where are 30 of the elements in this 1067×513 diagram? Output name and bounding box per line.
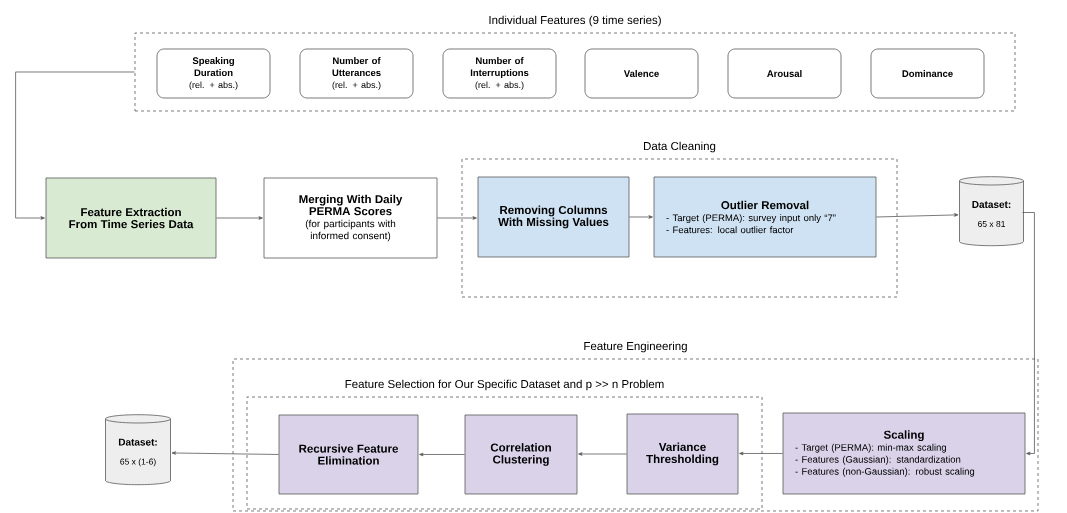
process-box: Correlation Clustering [464,414,578,495]
arrow [171,451,279,455]
feature-box: Number of Interruptions (rel. + abs.) [442,48,557,99]
arrow [1022,212,1035,456]
arrow [629,215,653,219]
group-heading: Individual Features (9 time series) [489,15,661,27]
arrow [419,452,465,457]
group-heading: Feature Engineering [584,341,687,353]
feature-box: Arousal [727,48,842,99]
arrow [739,451,783,456]
process-box: Variance Thresholding [626,413,739,495]
arrow [437,216,477,220]
process-box: Merging With Daily PERMA Scores (for participants with informed consent) [263,177,438,259]
group-heading: Feature Selection for Our Specific Dataset and p >> n Problem [345,379,664,391]
process-box: Outlier Removal - Target (PERMA): survey input only “7” - Features: local outlier factor [653,176,877,258]
feature-box: Dominance [870,48,985,99]
group-heading: Data Cleaning [644,141,716,153]
feature-box: Number of Utterances (rel. + abs.) [299,48,414,99]
arrow [216,216,263,220]
process-box: Feature Extraction From Time Series Data [45,177,217,259]
feature-box: Valence [584,48,699,99]
process-box: Scaling - Target (PERMA): min-max scaling - Features (Gaussian): standardization - Features (non-Gaussian): robust scaling [782,412,1026,495]
arrow [15,71,135,220]
arrow [578,452,627,456]
feature-box: Speaking Duration (rel. + abs.) [156,48,271,99]
arrow [876,213,959,218]
dataset-cylinder: Dataset: 65 x (1-6) [105,414,171,486]
process-box: Removing Columns With Missing Values [477,176,630,258]
process-box: Recursive Feature Elimination [278,414,419,495]
dataset-cylinder: Dataset: 65 x 81 [959,176,1024,247]
